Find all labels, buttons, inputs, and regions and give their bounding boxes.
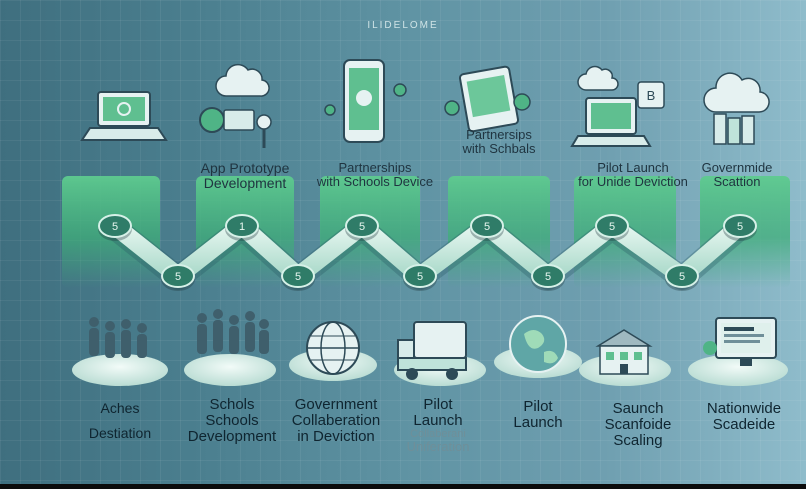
bottom-label-6-line-1: Saunch bbox=[612, 400, 664, 417]
tablet-icon bbox=[444, 65, 531, 133]
upper-node-2 bbox=[225, 214, 259, 238]
bottom-label-3-line-1: Government bbox=[294, 396, 378, 413]
bottom-label-6-line-2: Scanfoide bbox=[604, 415, 672, 433]
top-label-1: App Prototype Development bbox=[170, 161, 320, 190]
lower-node-5-label: 5 bbox=[679, 271, 685, 283]
laptop-icon bbox=[80, 91, 168, 141]
bottom-label-2-line-1: Schols bbox=[209, 396, 255, 413]
people-crowd-icon bbox=[197, 309, 269, 354]
school-building-icon bbox=[595, 329, 653, 375]
top-label-5-line-1: Governmide bbox=[701, 160, 773, 175]
lower-node-4 bbox=[531, 264, 565, 288]
top-label-4-line-1: Pilot Launch bbox=[597, 160, 669, 175]
lower-node-1 bbox=[161, 264, 195, 288]
lower-node-4-label: 5 bbox=[545, 271, 551, 283]
top-label-1-line-1: App Prototype bbox=[200, 160, 290, 176]
bottom-label-1-line-1: Aches bbox=[100, 400, 140, 416]
top-label-3-line-1: Partnersips bbox=[466, 127, 532, 142]
top-label-2-line-1: Partnerships bbox=[338, 160, 412, 175]
platform-7 bbox=[688, 354, 788, 386]
lower-node-2-label: 5 bbox=[295, 271, 301, 283]
globe-icon bbox=[306, 321, 360, 375]
bottom-edge-bar bbox=[0, 484, 806, 489]
bottom-label-5-line-1: Pilot bbox=[523, 398, 553, 415]
bottom-label-3-line-2: Collaberation bbox=[291, 411, 381, 429]
svg-text:B: B bbox=[647, 88, 656, 103]
monitor-icon bbox=[703, 317, 777, 366]
upper-node-6 bbox=[723, 214, 757, 238]
upper-node-4-label: 5 bbox=[484, 221, 490, 233]
bottom-label-4: Pilot Launch Collaberani Uniferation bbox=[378, 397, 498, 454]
bottom-label-3: Government Collaberation in Deviction bbox=[276, 397, 396, 444]
top-label-2: Partnerships with Schools Device bbox=[300, 161, 450, 188]
bottom-label-4-line-1: Pilot bbox=[423, 396, 453, 413]
bottom-label-4-line-2: Launch bbox=[413, 411, 463, 429]
lower-nodes: 5 5 5 5 5 bbox=[161, 264, 699, 291]
bottom-label-5-line-2: Launch bbox=[513, 413, 563, 431]
bottom-label-3-line-3: in Deviction bbox=[297, 427, 375, 445]
top-label-5-line-2: Scattion bbox=[713, 173, 761, 189]
lower-node-3 bbox=[403, 264, 437, 288]
world-globe-icon bbox=[509, 315, 567, 373]
upper-node-2-label: 1 bbox=[239, 221, 245, 233]
bottom-label-1-line-2: Destiation bbox=[88, 424, 152, 441]
upper-node-1-label: 5 bbox=[112, 221, 118, 233]
bottom-label-4-line-4: Uniferation bbox=[406, 439, 470, 455]
bottom-label-1: Aches Destiation bbox=[60, 401, 180, 440]
upper-node-1 bbox=[98, 214, 132, 238]
upper-node-3 bbox=[345, 214, 379, 238]
lower-node-1-label: 5 bbox=[175, 271, 181, 283]
upper-node-5-label: 5 bbox=[609, 221, 615, 233]
delivery-truck-icon bbox=[397, 321, 467, 380]
top-label-5: Governmide Scattion bbox=[672, 161, 802, 188]
top-label-3: Partnersips with Schbals bbox=[424, 128, 574, 155]
top-label-3-line-2: with Schbals bbox=[462, 140, 536, 156]
upper-node-4 bbox=[470, 214, 504, 238]
page-title: ILIDELOME bbox=[367, 20, 439, 31]
top-label-2-line-2: with Schools Device bbox=[316, 173, 434, 189]
upper-node-5 bbox=[595, 214, 629, 238]
platform-2 bbox=[184, 354, 276, 386]
lower-node-3-label: 5 bbox=[417, 271, 423, 283]
people-group-icon bbox=[89, 317, 147, 358]
cloud-server-icon bbox=[703, 72, 770, 145]
bottom-label-2: Schols Schools Development bbox=[172, 397, 292, 444]
bottom-label-6: Saunch Scanfoide Scaling bbox=[578, 401, 698, 448]
upper-node-6-label: 5 bbox=[737, 221, 743, 233]
bottom-label-7: Nationwide Scadeide bbox=[684, 401, 804, 433]
bottom-label-7-line-2: Scadeide bbox=[712, 415, 776, 433]
bottom-label-2-line-3: Development bbox=[187, 427, 277, 445]
lower-node-5 bbox=[665, 264, 699, 288]
top-label-4: Pilot Launch for Unide Deviction bbox=[558, 161, 708, 188]
bottom-label-5: Pilot Launch bbox=[478, 399, 598, 431]
top-label-1-line-2: Development bbox=[203, 174, 287, 191]
gears-cloud-icon bbox=[199, 63, 272, 148]
smartphone-icon bbox=[324, 59, 407, 143]
bottom-label-7-line-1: Nationwide bbox=[706, 400, 782, 417]
lower-node-2 bbox=[281, 264, 315, 288]
upper-node-3-label: 5 bbox=[359, 221, 365, 233]
bottom-label-2-line-2: Schools bbox=[205, 411, 259, 429]
bottom-label-4-line-3: Collaberani bbox=[410, 427, 466, 440]
platform-1 bbox=[72, 354, 168, 386]
laptop-b-icon: B bbox=[570, 65, 665, 147]
top-label-4-line-2: for Unide Deviction bbox=[578, 173, 688, 189]
bottom-label-6-line-3: Scaling bbox=[613, 431, 663, 449]
upper-nodes: 5 1 5 5 5 5 bbox=[98, 214, 757, 241]
